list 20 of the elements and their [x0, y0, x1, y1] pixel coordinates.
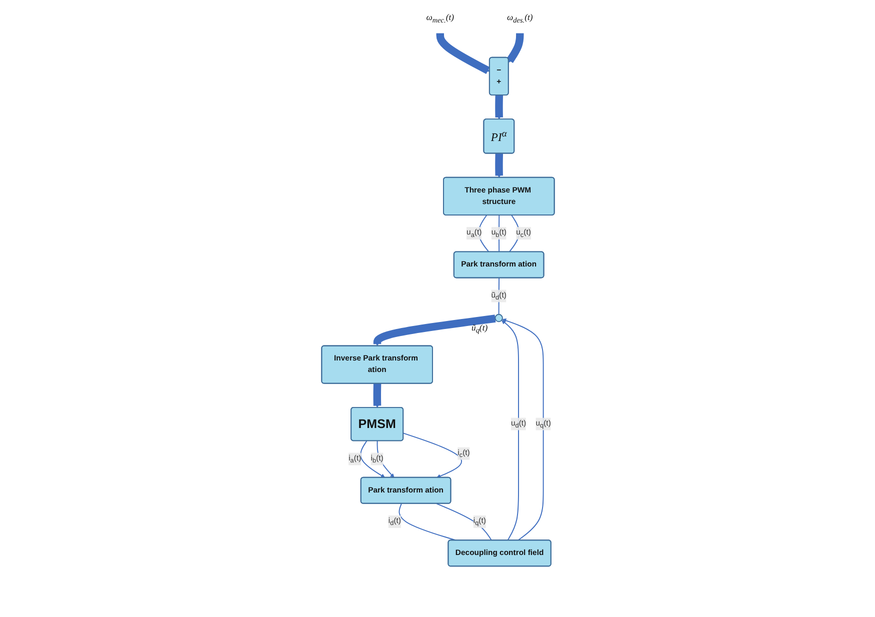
connector-line — [436, 503, 492, 541]
block-arrow — [436, 31, 490, 74]
signal-label: ũ$_{q}$(t) — [470, 322, 488, 334]
arrow — [502, 318, 544, 541]
signal-label: ω$_{des.}$(t) — [506, 12, 532, 24]
connector-line — [398, 503, 456, 541]
block-arrow — [494, 152, 503, 178]
connector-line — [508, 214, 520, 252]
arrow — [360, 440, 385, 478]
arrow — [500, 320, 518, 541]
controller-box: PI$^{α}$ — [482, 118, 514, 154]
connector-line — [498, 214, 500, 252]
block-arrow — [372, 314, 496, 346]
summing-junction — [494, 314, 502, 322]
block-arrow — [494, 93, 503, 120]
signal-label: ω$_{mec.}$(t) — [426, 12, 454, 24]
motor-box: PMSM — [350, 406, 404, 442]
arrow — [402, 432, 462, 478]
block-arrow — [372, 382, 381, 408]
block-arrow — [506, 31, 524, 63]
